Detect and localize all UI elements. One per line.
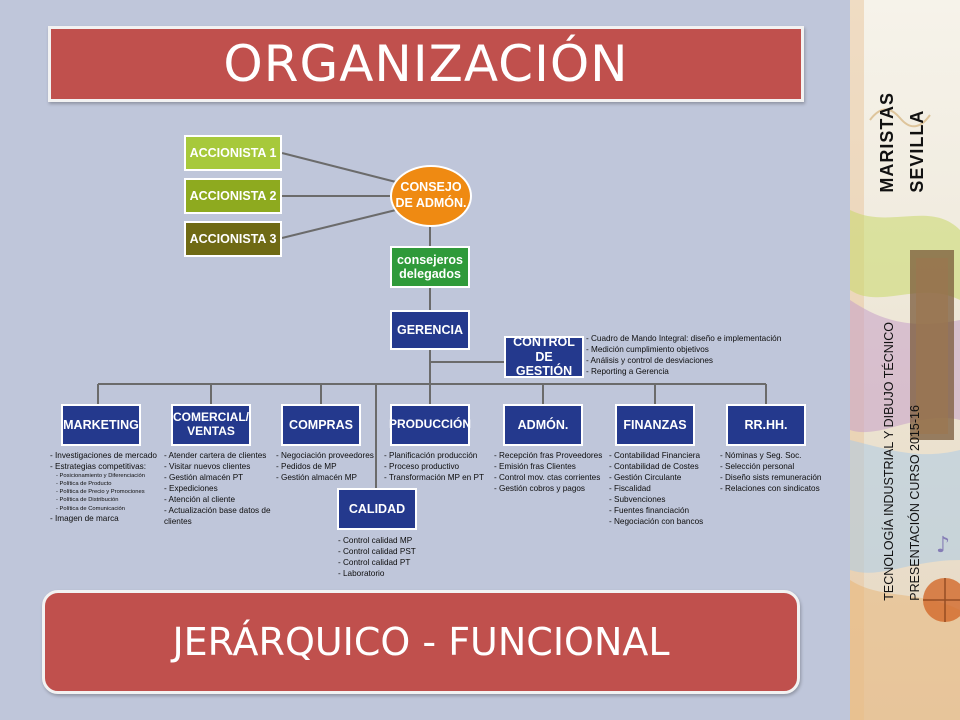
dept-purchasing-box: COMPRAS — [281, 404, 361, 446]
org-connectors — [97, 152, 767, 488]
decorative-side-strip: ♪ — [850, 0, 960, 720]
dept-purchasing-description: - Negociación proveedores - Pedidos de M… — [276, 451, 374, 483]
shareholder-3-box: ACCIONISTA 3 — [184, 221, 282, 257]
dept-quality-box: CALIDAD — [337, 488, 417, 530]
dept-finance-description: - Contabilidad Financiera - Contabilidad… — [609, 451, 704, 527]
dept-sales-description: - Atender cartera de clientes - Visitar … — [164, 451, 271, 527]
course-line2: PRESENTACIÓN CURSO 2015-16 — [908, 405, 922, 601]
page-title: ORGANIZACIÓN — [223, 35, 629, 93]
course-line1: TECNOLOGÍA INDUSTRIAL Y DIBUJO TÉCNICO — [882, 322, 896, 601]
dept-marketing-box: MARKETING — [61, 404, 141, 446]
svg-text:♪: ♪ — [936, 533, 950, 558]
dept-administration-description: - Recepción fras Proveedores - Emisión f… — [494, 451, 603, 494]
control-description: - Cuadro de Mando Integral: diseño e imp… — [586, 334, 782, 377]
shareholder-1-box: ACCIONISTA 1 — [184, 135, 282, 171]
dept-quality-description: - Control calidad MP - Control calidad P… — [338, 536, 416, 579]
board-node: CONSEJO DE ADMÓN. — [390, 165, 472, 227]
course-vertical-label: TECNOLOGÍA INDUSTRIAL Y DIBUJO TÉCNICO P… — [876, 322, 928, 601]
dept-production-description: - Planificación producción - Proceso pro… — [384, 451, 484, 483]
subtitle-text: JERÁRQUICO - FUNCIONAL — [172, 620, 670, 664]
dept-hr-description: - Nóminas y Seg. Soc. - Selección person… — [720, 451, 822, 494]
dept-hr-box: RR.HH. — [726, 404, 806, 446]
decorative-illustration: ♪ — [850, 0, 960, 720]
title-banner: ORGANIZACIÓN — [48, 26, 804, 102]
board-label-line2: DE ADMÓN. — [395, 196, 467, 210]
shareholder-2-box: ACCIONISTA 2 — [184, 178, 282, 214]
subtitle-banner: JERÁRQUICO - FUNCIONAL — [42, 590, 800, 694]
board-label-line1: CONSEJO — [400, 180, 462, 195]
dept-marketing-description: - Investigaciones de mercado - Estrategi… — [50, 451, 157, 523]
dept-sales-box: COMERCIAL/ VENTAS — [171, 404, 251, 446]
management-box: GERENCIA — [390, 310, 470, 350]
brand-line2: SEVILLA — [907, 109, 927, 193]
control-box: CONTROL DE GESTIÓN — [504, 335, 584, 378]
dept-administration-box: ADMÓN. — [503, 404, 583, 446]
brand-line1: MARISTAS — [877, 92, 897, 193]
brand-vertical-label: MARISTAS SEVILLA — [872, 92, 932, 193]
dept-production-box: PRODUCCIÓN — [389, 404, 471, 446]
delegates-box: consejeros delegados — [390, 246, 470, 288]
dept-finance-box: FINANZAS — [615, 404, 695, 446]
